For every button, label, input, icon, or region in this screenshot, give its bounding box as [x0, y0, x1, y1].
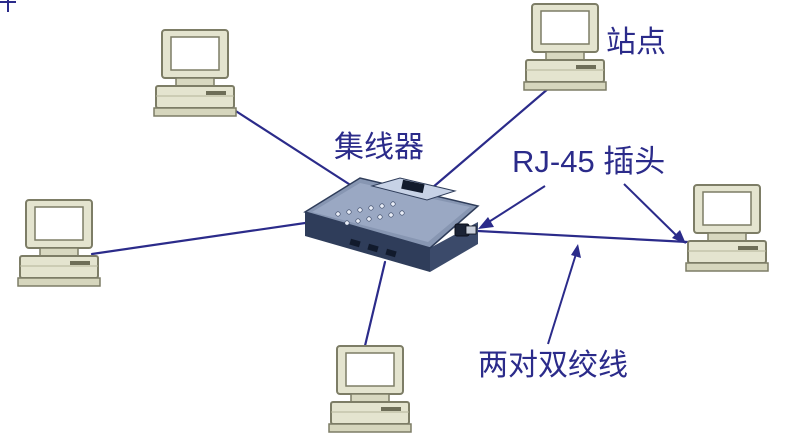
hub-icon: [303, 177, 480, 272]
rj45-plug-label: RJ-45 插头: [512, 144, 666, 179]
pointer-rj45-to-hub: [483, 185, 546, 226]
cable-right: [476, 229, 690, 244]
computer-icon: [153, 29, 237, 117]
rj45-connector-icon: [454, 223, 477, 237]
computer-icon: [328, 345, 412, 433]
pointer-rj45-to-station: [623, 183, 680, 239]
station-label: 站点: [606, 25, 666, 60]
annotation-pointers: [478, 183, 686, 345]
twisted-pair-label: 两对双绞线: [478, 348, 628, 383]
cable-bottom: [362, 260, 387, 352]
arrowhead-rj45-hub: [478, 217, 494, 229]
cable-top-right: [430, 80, 558, 190]
computer-icon: [685, 184, 769, 272]
hub-label: 集线器: [334, 130, 424, 165]
computer-icon: [523, 3, 607, 91]
computer-icon: [17, 199, 101, 287]
corner-mark: [0, 0, 16, 12]
cable-left: [90, 220, 314, 256]
arrowhead-rj45-station: [672, 230, 686, 244]
pointer-twisted-pair: [547, 253, 577, 345]
cable-lines: [90, 80, 690, 352]
cable-top-left: [226, 104, 354, 188]
arrowhead-twisted-pair: [571, 244, 581, 258]
